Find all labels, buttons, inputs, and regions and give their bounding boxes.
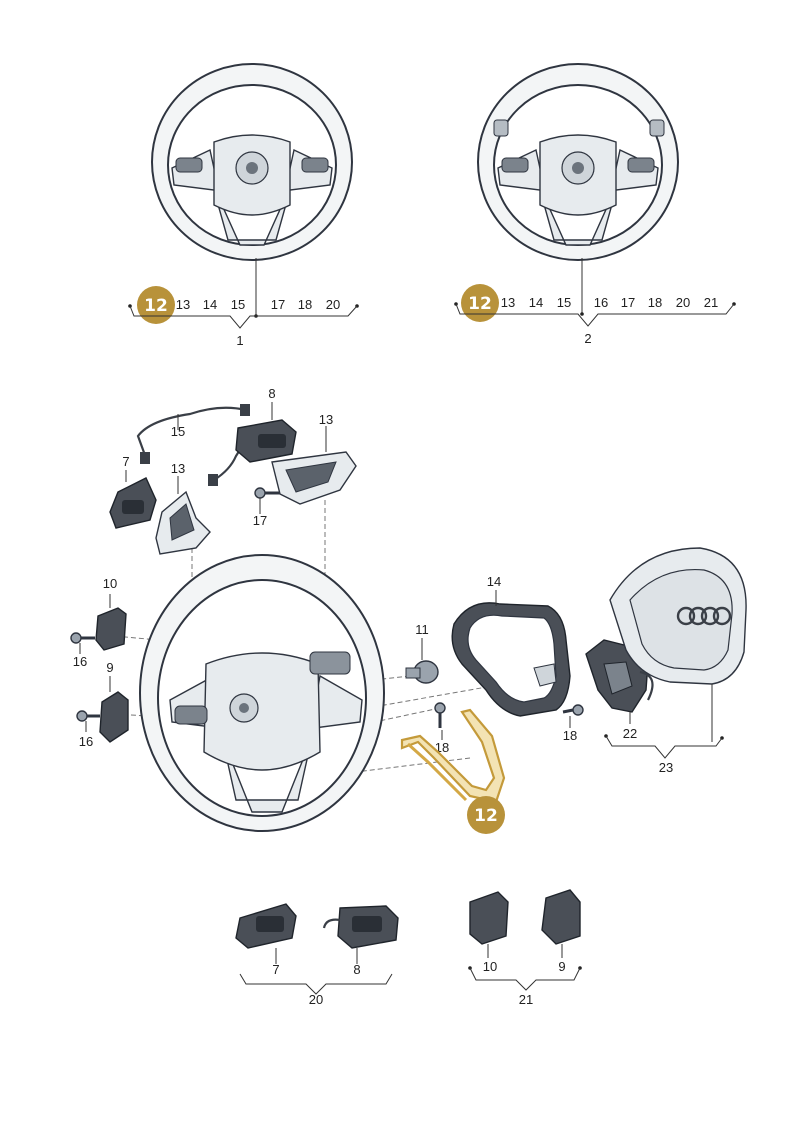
part-label-switch-7: 7 [122, 454, 129, 469]
part-label-frame-14: 14 [487, 574, 501, 589]
callout-label: 16 [594, 295, 608, 310]
left-button-upper-part: 10 [95, 576, 127, 651]
highlight-badge [467, 796, 505, 834]
part-label-screw-16b: 16 [79, 734, 93, 749]
left-cover-part: 13 [155, 461, 211, 555]
group-label: 1 [236, 333, 243, 348]
part-label-clock-22: 22 [623, 726, 637, 741]
part-label-screw-17: 17 [253, 513, 267, 528]
badge-label: 12 [144, 296, 168, 316]
right-switch-part: 8 [235, 386, 297, 463]
part-label-button-9: 9 [106, 660, 113, 675]
part-label-button-9-g21: 9 [558, 959, 565, 974]
callout-label: 13 [176, 297, 190, 312]
screw-16-upper-part: 16 [70, 632, 95, 669]
steering-wheel-overview-1 [151, 63, 353, 261]
callout-label: 20 [326, 297, 340, 312]
callout-label: 18 [648, 295, 662, 310]
part-label-cover-13b: 13 [171, 461, 185, 476]
group-label-20: 20 [309, 992, 323, 1007]
screw-17-part: 17 [253, 487, 280, 528]
part-label-cover-13: 13 [319, 412, 333, 427]
exploded-view: 15 8 13 17 7 [70, 386, 747, 834]
overview-1-callouts: 12 13 14 15 17 18 20 1 [128, 258, 359, 348]
callout-label: 20 [676, 295, 690, 310]
badge-label: 12 [474, 806, 498, 826]
left-button-lower-part: 9 [99, 660, 129, 743]
part-label-screw-16: 16 [73, 654, 87, 669]
overview-2-callouts: 12 13 14 15 16 17 18 20 21 2 [454, 258, 736, 346]
left-switch-part: 7 [109, 454, 157, 529]
callout-label: 21 [704, 295, 718, 310]
trim-frame-part: 14 [451, 574, 571, 717]
callout-label: 15 [231, 297, 245, 312]
part-label-screw-18b: 18 [563, 728, 577, 743]
bolt-11-part: 11 [405, 622, 439, 684]
airbag-part: 23 [604, 547, 747, 775]
highlighted-trim-strip-part: 12 [400, 708, 506, 834]
callout-label: 14 [203, 297, 217, 312]
callout-label: 14 [529, 295, 543, 310]
highlight-badge [137, 286, 175, 324]
steering-wheel-overview-2 [477, 63, 679, 261]
badge-label: 12 [468, 294, 492, 314]
screw-18-right-part: 18 [562, 704, 584, 743]
highlight-badge [461, 284, 499, 322]
part-label-button-10: 10 [103, 576, 117, 591]
group-20-switches: 7 8 20 [235, 903, 399, 1007]
callout-label: 17 [621, 295, 635, 310]
group-label: 2 [584, 331, 591, 346]
callout-label: 18 [298, 297, 312, 312]
screw-16-lower-part: 16 [76, 710, 100, 749]
steering-wheel-main [139, 554, 385, 832]
callout-label: 15 [557, 295, 571, 310]
part-label-harness: 15 [171, 424, 185, 439]
right-cover-part: 13 [271, 412, 357, 505]
callout-label: 13 [501, 295, 515, 310]
group-21-buttons: 10 9 21 [468, 889, 582, 1007]
screw-18-center-part: 18 [434, 702, 449, 755]
part-label-button-10-g21: 10 [483, 959, 497, 974]
wiring-harness-part: 15 [136, 404, 250, 486]
part-label-switch-8: 8 [268, 386, 275, 401]
group-label-21: 21 [519, 992, 533, 1007]
part-label-bolt-11: 11 [415, 622, 429, 637]
callout-label: 17 [271, 297, 285, 312]
part-label-switch-7-g20: 7 [272, 962, 279, 977]
part-label-airbag-23: 23 [659, 760, 673, 775]
part-label-switch-8-g20: 8 [353, 962, 360, 977]
rings-logo-icon [676, 606, 732, 626]
